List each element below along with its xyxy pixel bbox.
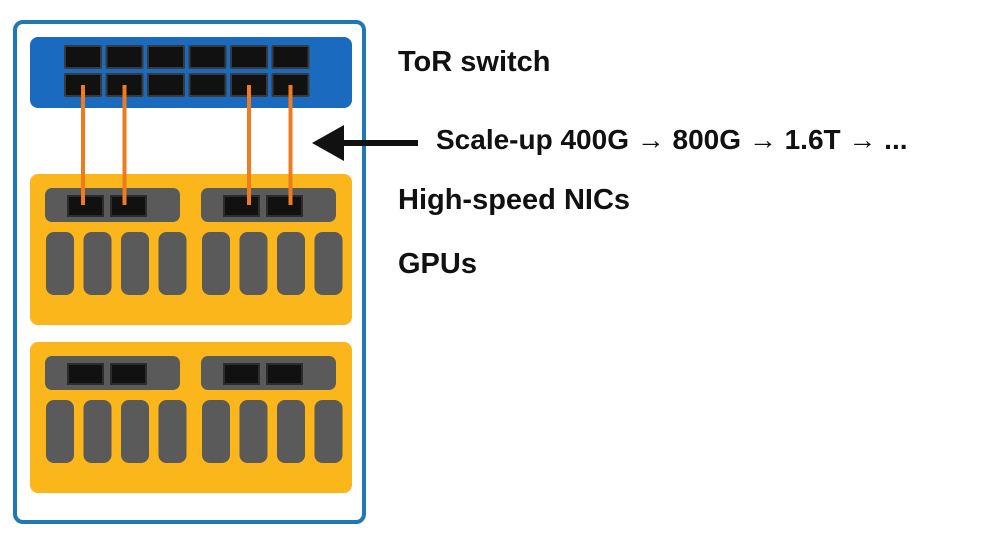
gpu [46, 400, 74, 463]
gpu [239, 400, 268, 463]
gpu [158, 232, 187, 295]
gpu [83, 232, 112, 295]
gpu [314, 400, 343, 463]
switch-port [190, 47, 225, 67]
arrow-head [312, 125, 344, 161]
gpu [277, 400, 305, 463]
switch-port [149, 47, 183, 67]
nic-port [268, 197, 301, 215]
servers [30, 174, 352, 493]
gpu [202, 400, 230, 463]
scale-up-label: Scale-up 400G → 800G → 1.6T → ... [436, 124, 908, 155]
gpu [121, 232, 149, 295]
gpu [158, 400, 187, 463]
gpu [83, 400, 112, 463]
cables [81, 85, 293, 205]
switch-port [149, 75, 183, 95]
gpu [121, 400, 149, 463]
nic-port [69, 197, 102, 215]
switch-ports [64, 45, 310, 97]
gpu [277, 232, 305, 295]
gpus-label: GPUs [398, 248, 477, 280]
nic-port [225, 365, 258, 383]
switch-port [66, 47, 100, 67]
switch-port [190, 75, 225, 95]
switch-port [273, 47, 308, 67]
gpu [46, 232, 74, 295]
nic-port [268, 365, 301, 383]
nic-port [112, 197, 145, 215]
tor-switch-label: ToR switch [398, 46, 551, 78]
nic-port [225, 197, 258, 215]
switch-port [232, 47, 266, 67]
nics-label: High-speed NICs [398, 184, 631, 216]
nic-port [69, 365, 102, 383]
switch-port [107, 47, 142, 67]
gpu [239, 232, 268, 295]
gpu [314, 232, 343, 295]
nic-port [112, 365, 145, 383]
scaleup-arrow [312, 125, 418, 161]
gpu [202, 232, 230, 295]
